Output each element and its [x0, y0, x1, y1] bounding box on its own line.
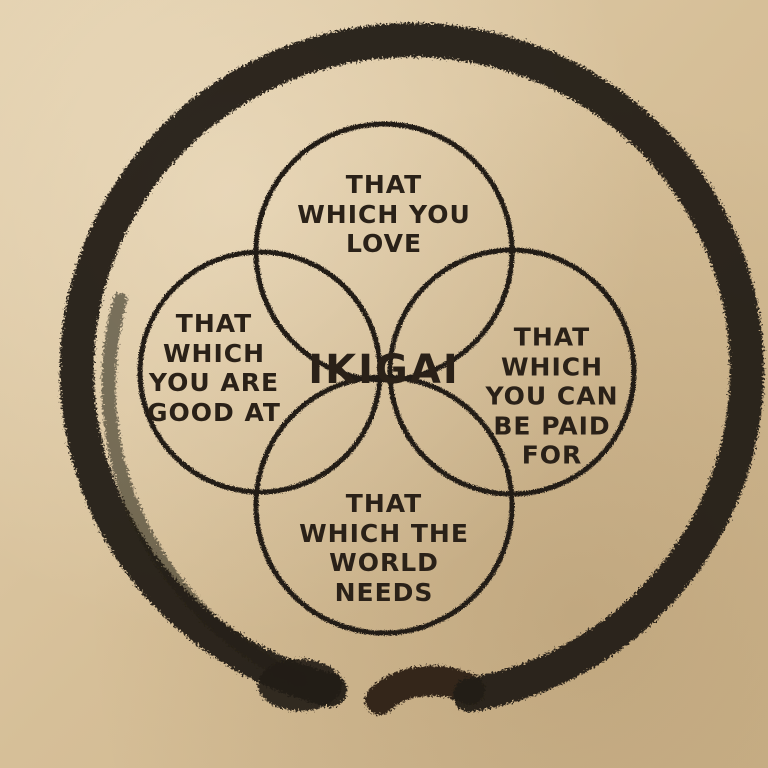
enso-brush-circle: [59, 23, 764, 715]
label-line: THAT: [345, 489, 423, 518]
label-line: GOOD AT: [147, 397, 281, 427]
label-line: THAT: [345, 169, 423, 199]
venn-circles: [137, 121, 637, 636]
label-line: BE PAID: [493, 410, 611, 440]
label-line: WORLD: [329, 548, 439, 577]
label-line: YOU CAN: [485, 381, 619, 411]
label-right-circle: THAT WHICH YOU CAN BE PAID FOR: [485, 322, 618, 470]
label-line: LOVE: [345, 228, 423, 258]
label-line: NEEDS: [334, 577, 434, 607]
label-top-circle: THAT WHICH YOU LOVE: [297, 170, 471, 259]
label-line: THAT: [175, 309, 253, 338]
circle-bottom: [253, 374, 515, 636]
label-line: YOU ARE: [148, 368, 280, 397]
label-line: THAT: [513, 322, 591, 352]
label-line: WHICH YOU: [297, 199, 471, 229]
label-line: WHICH THE: [299, 518, 469, 548]
center-title: IKIGAI: [308, 347, 460, 393]
circle-left: [137, 249, 383, 495]
label-line: FOR: [521, 440, 583, 470]
label-line: WHICH: [162, 338, 266, 368]
label-bottom-circle: THAT WHICH THE WORLD NEEDS: [299, 489, 469, 607]
label-left-circle: THAT WHICH YOU ARE GOOD AT: [147, 309, 281, 427]
label-line: WHICH: [500, 351, 604, 381]
